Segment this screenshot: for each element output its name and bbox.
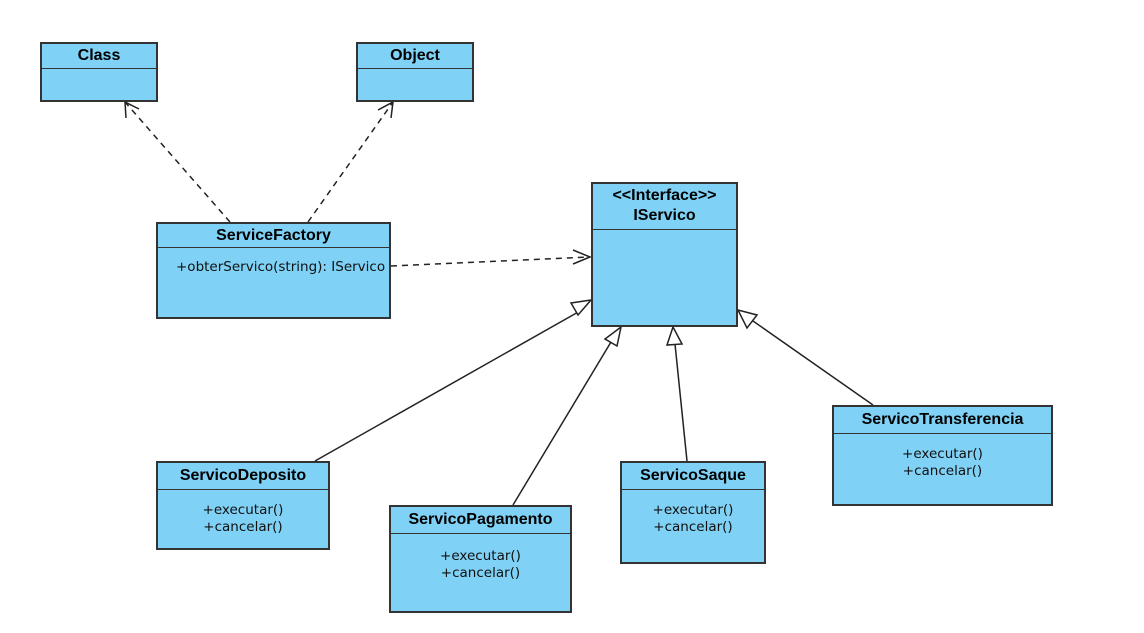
dependency-factory-to-object: [307, 101, 394, 223]
interface-name: IServico: [633, 207, 696, 224]
method: +obterServico(string): IServico: [176, 259, 386, 275]
realization-saque: [674, 343, 688, 462]
stereotype: <<Interface>>: [612, 187, 717, 204]
method: +cancelar(): [203, 519, 283, 535]
hollow-triangle-head: [736, 308, 759, 330]
dependency-factory-to-iservico: [390, 256, 591, 267]
class-name: Class: [42, 44, 156, 69]
method: +executar(): [902, 446, 983, 462]
method-list: +executar() +cancelar(): [158, 490, 328, 536]
open-arrow-head: [572, 249, 592, 265]
class-name: ServicoDeposito: [158, 463, 328, 490]
class-box-servico-saque[interactable]: ServicoSaque +executar() +cancelar(): [620, 461, 766, 564]
method: +executar(): [440, 548, 521, 564]
dependency-factory-to-class: [124, 101, 231, 223]
class-box-servico-deposito[interactable]: ServicoDeposito +executar() +cancelar(): [156, 461, 330, 550]
open-arrow-head: [377, 100, 394, 119]
class-name: ServicoTransferencia: [834, 407, 1051, 434]
method: +cancelar(): [902, 463, 983, 479]
class-box-class[interactable]: Class: [40, 42, 158, 102]
class-box-object[interactable]: Object: [356, 42, 474, 102]
method-list: +executar() +cancelar(): [622, 490, 764, 536]
class-name: Object: [358, 44, 472, 69]
realization-transferencia: [752, 320, 874, 406]
realization-deposito: [314, 310, 581, 462]
interface-header: <<Interface>> IServico: [593, 184, 736, 230]
method-list: +executar() +cancelar(): [391, 534, 570, 582]
class-name: ServicoPagamento: [391, 507, 570, 534]
class-name: ServiceFactory: [158, 224, 389, 248]
open-arrow-head: [124, 100, 140, 119]
class-name: ServicoSaque: [622, 463, 764, 490]
hollow-triangle-head: [603, 325, 623, 348]
class-box-service-factory[interactable]: ServiceFactory +obterServico(string): IS…: [156, 222, 391, 319]
hollow-triangle-head: [665, 325, 684, 346]
method: +executar(): [202, 502, 284, 518]
method-list: +obterServico(string): IServico: [158, 248, 389, 276]
method-list: +executar() +cancelar(): [834, 434, 1051, 480]
method: +cancelar(): [653, 519, 733, 535]
class-box-servico-pagamento[interactable]: ServicoPagamento +executar() +cancelar(): [389, 505, 572, 613]
method: +cancelar(): [440, 565, 521, 581]
class-box-servico-transferencia[interactable]: ServicoTransferencia +executar() +cancel…: [832, 405, 1053, 506]
realization-pagamento: [512, 341, 612, 506]
hollow-triangle-head: [569, 298, 593, 317]
interface-box-iservico[interactable]: <<Interface>> IServico: [591, 182, 738, 327]
method: +executar(): [652, 502, 734, 518]
